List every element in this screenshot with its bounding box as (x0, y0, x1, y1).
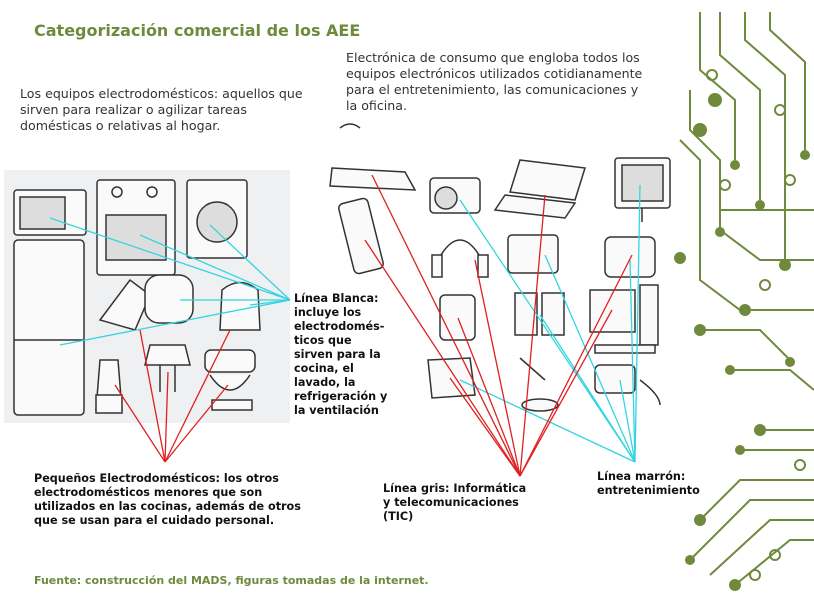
radio-icon (507, 234, 559, 274)
consumer-electronics-description: Electrónica de consumo que engloba todos… (346, 50, 643, 113)
microwave-icon (13, 189, 87, 236)
media-player-icon (439, 294, 476, 341)
hand-mixer-icon (144, 344, 191, 392)
mobile-phone-icon (338, 197, 384, 275)
blender-icon (95, 359, 123, 414)
headphones-icon (431, 239, 489, 278)
linea-marron-label: Línea marrón: entretenimiento (597, 470, 700, 497)
router-icon (329, 123, 417, 191)
appliances-description: Los equipos electrodomésticos: aquellos … (20, 86, 303, 133)
desktop-computer-icon (589, 284, 659, 354)
stove-icon (96, 179, 176, 276)
microphone-icon (519, 357, 559, 412)
monitor-icon (614, 157, 671, 222)
circuit-rings (706, 69, 806, 581)
kettle-icon (219, 281, 261, 331)
linea-gris-label: Línea gris: Informática y telecomunicaci… (383, 482, 527, 523)
iron-icon (98, 278, 151, 331)
red-connector-lines (114, 174, 633, 477)
page-title: Categorización comercial de los AEE (34, 21, 361, 40)
stand-mixer-icon (204, 349, 256, 411)
washing-machine-icon (186, 179, 248, 259)
circuit-nodes (674, 93, 810, 591)
linea-blanca-label: Línea Blanca: incluye los electrodomés-t… (294, 292, 388, 417)
rice-cooker-icon (144, 274, 194, 324)
pequenos-electrodomesticos-label: Pequeños Electrodomésticos: los otros el… (34, 472, 301, 527)
circuit-board-decoration (679, 12, 814, 586)
camera-icon (429, 177, 481, 214)
mp3-player-icon (594, 364, 661, 406)
laptop-icon (493, 159, 586, 219)
refrigerator-icon (13, 239, 85, 416)
game-console-icon (427, 357, 476, 399)
source-note: Fuente: construcción del MADS, figuras t… (34, 574, 429, 587)
speakers-icon (514, 292, 565, 336)
